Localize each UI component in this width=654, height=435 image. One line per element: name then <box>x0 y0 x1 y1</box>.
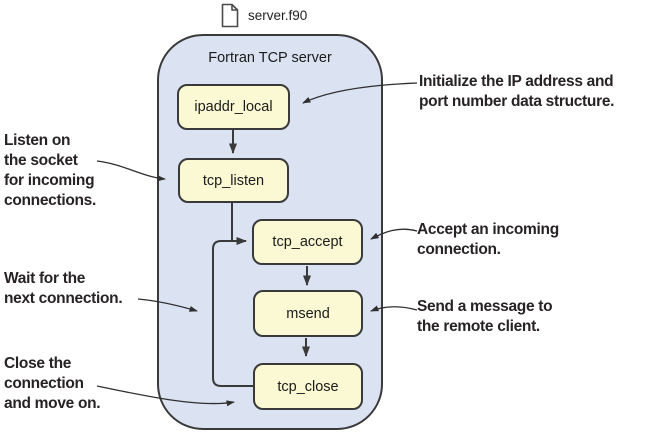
document-icon <box>221 3 239 28</box>
annotation-accept: Accept an incoming connection. <box>417 221 559 258</box>
node-tcp-close: tcp_close <box>253 363 363 410</box>
annotation-wait: Wait for the next connection. <box>4 270 123 307</box>
annotation-initialize: Initialize the IP address and port numbe… <box>419 73 615 110</box>
node-label: msend <box>286 305 330 322</box>
node-label: tcp_accept <box>272 234 343 250</box>
node-ipaddr-local: ipaddr_local <box>177 84 290 130</box>
annotation-listen: Listen on the socket for incoming connec… <box>4 132 96 209</box>
leader-listen <box>96 160 166 182</box>
server-title: Fortran TCP server <box>208 50 332 66</box>
node-tcp-listen: tcp_listen <box>178 158 289 203</box>
annotation-close: Close the connection and move on. <box>4 355 101 412</box>
node-tcp-accept: tcp_accept <box>252 219 363 265</box>
annotation-send: Send a message to the remote client. <box>417 298 553 335</box>
file-label-group: server.f90 <box>221 3 307 28</box>
node-label: ipaddr_local <box>194 99 273 115</box>
node-msend: msend <box>253 290 363 337</box>
file-name: server.f90 <box>248 8 308 23</box>
node-label: tcp_listen <box>202 172 265 189</box>
node-label: tcp_close <box>277 378 339 395</box>
